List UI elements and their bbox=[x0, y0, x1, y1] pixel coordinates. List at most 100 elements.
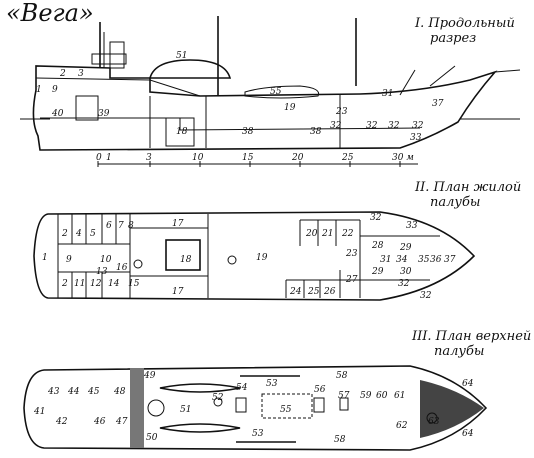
upper-label: 62 bbox=[396, 421, 408, 431]
scale-bar: 0 1 3 10 15 20 25 30 м bbox=[96, 153, 418, 167]
living-label: 2 bbox=[61, 279, 68, 289]
upper-label: 55 bbox=[280, 405, 292, 415]
profile-label: 18 bbox=[176, 127, 188, 137]
living-label: 30 bbox=[400, 267, 412, 277]
upper-label: 51 bbox=[180, 405, 191, 415]
scale-tick-label: 15 bbox=[242, 153, 254, 163]
upper-label: 61 bbox=[394, 391, 405, 401]
living-label: 34 bbox=[396, 255, 408, 265]
living-label: 11 bbox=[74, 279, 85, 289]
profile-label: 37 bbox=[432, 99, 444, 109]
living-label: 27 bbox=[345, 275, 358, 285]
section1-title-line1: I. Продольный bbox=[414, 16, 515, 31]
profile-label: 33 bbox=[410, 133, 422, 143]
profile-label: 32 bbox=[330, 121, 342, 131]
profile-label: 23 bbox=[335, 107, 348, 117]
living-label: 36 bbox=[430, 255, 442, 265]
diagram-title: «Вега» bbox=[6, 0, 94, 27]
living-label: 23 bbox=[345, 249, 358, 259]
scale-tick-label: 25 bbox=[341, 153, 354, 163]
profile-label: 32 bbox=[412, 121, 424, 131]
profile-label: 32 bbox=[366, 121, 378, 131]
upper-label: 44 bbox=[67, 387, 80, 397]
profile-label: 40 bbox=[51, 109, 64, 119]
upper-label: 43 bbox=[47, 387, 60, 397]
living-label: 32 bbox=[420, 291, 432, 301]
living-label: 17 bbox=[172, 219, 184, 229]
upper-label: 46 bbox=[93, 417, 106, 427]
upper-label: 50 bbox=[146, 433, 158, 443]
upper-label: 57 bbox=[338, 391, 350, 401]
living-label: 18 bbox=[180, 255, 192, 265]
scale-tick-label: 1 bbox=[106, 153, 112, 163]
living-label: 4 bbox=[75, 229, 82, 239]
profile-label: 2 bbox=[59, 69, 66, 79]
profile-label: 32 bbox=[388, 121, 400, 131]
section2-title-line2: палубы bbox=[430, 195, 480, 210]
living-label: 31 bbox=[380, 255, 391, 265]
profile-label: 3 bbox=[78, 69, 84, 79]
upper-label: 54 bbox=[236, 383, 248, 393]
upper-label: 58 bbox=[336, 371, 348, 381]
living-label: 29 bbox=[399, 243, 412, 253]
living-label: 8 bbox=[128, 221, 134, 231]
profile-label: 38 bbox=[310, 127, 322, 137]
living-label: 12 bbox=[90, 279, 102, 289]
upper-label: 60 bbox=[376, 391, 388, 401]
upper-label: 48 bbox=[113, 387, 126, 397]
upper-label: 64 bbox=[462, 429, 474, 439]
living-label: 37 bbox=[444, 255, 456, 265]
longitudinal-profile: 1 2 3 9 40 39 18 19 51 55 38 38 32 32 32… bbox=[20, 16, 521, 151]
upper-label: 47 bbox=[115, 417, 128, 427]
living-label: 7 bbox=[118, 221, 124, 231]
living-label: 15 bbox=[128, 279, 140, 289]
living-label: 14 bbox=[108, 279, 120, 289]
living-deck-plan: 1 2 4 5 6 7 8 2 11 12 14 15 9 10 13 16 1… bbox=[33, 211, 476, 301]
living-label: 10 bbox=[100, 255, 112, 265]
profile-label: 1 bbox=[36, 85, 42, 95]
section3-title-line1: III. План верхней bbox=[411, 329, 531, 344]
upper-label: 58 bbox=[334, 435, 346, 445]
living-label: 28 bbox=[371, 241, 384, 251]
living-label: 1 bbox=[42, 253, 48, 263]
living-label: 26 bbox=[323, 287, 336, 297]
upper-deck-plan: 41 42 43 44 45 46 47 48 49 50 51 52 53 5… bbox=[23, 365, 488, 451]
living-label: 24 bbox=[289, 287, 302, 297]
living-label: 32 bbox=[398, 279, 410, 289]
living-label: 32 bbox=[370, 213, 382, 223]
living-label: 13 bbox=[96, 267, 108, 277]
upper-label: 53 bbox=[252, 429, 264, 439]
upper-label: 63 bbox=[428, 417, 440, 427]
living-label: 25 bbox=[307, 287, 320, 297]
section3-title-line2: палубы bbox=[434, 344, 484, 359]
scale-tick-label: 20 bbox=[291, 153, 304, 163]
living-label: 22 bbox=[341, 229, 354, 239]
living-label: 35 bbox=[418, 255, 430, 265]
scale-tick-label: 10 bbox=[192, 153, 204, 163]
living-label: 6 bbox=[106, 221, 112, 231]
upper-label: 59 bbox=[360, 391, 372, 401]
living-label: 17 bbox=[172, 287, 184, 297]
living-label: 21 bbox=[321, 229, 333, 239]
living-label: 20 bbox=[305, 229, 318, 239]
upper-label: 52 bbox=[212, 393, 224, 403]
profile-label: 9 bbox=[52, 85, 58, 95]
scale-tick-label: 30 м bbox=[392, 153, 414, 163]
scale-tick-label: 0 bbox=[96, 153, 102, 163]
profile-label: 19 bbox=[284, 103, 296, 113]
profile-label: 51 bbox=[176, 51, 187, 61]
upper-label: 56 bbox=[314, 385, 326, 395]
section2-title-line1: II. План жилой bbox=[414, 180, 521, 195]
upper-label: 64 bbox=[462, 379, 474, 389]
profile-label: 31 bbox=[382, 89, 393, 99]
upper-label: 45 bbox=[87, 387, 100, 397]
living-label: 5 bbox=[90, 229, 96, 239]
upper-label: 42 bbox=[55, 417, 68, 427]
scale-tick-label: 3 bbox=[146, 153, 152, 163]
upper-label: 41 bbox=[33, 407, 45, 417]
living-label: 2 bbox=[61, 229, 68, 239]
profile-label: 39 bbox=[98, 109, 110, 119]
profile-label: 55 bbox=[270, 87, 282, 97]
upper-label: 53 bbox=[266, 379, 278, 389]
